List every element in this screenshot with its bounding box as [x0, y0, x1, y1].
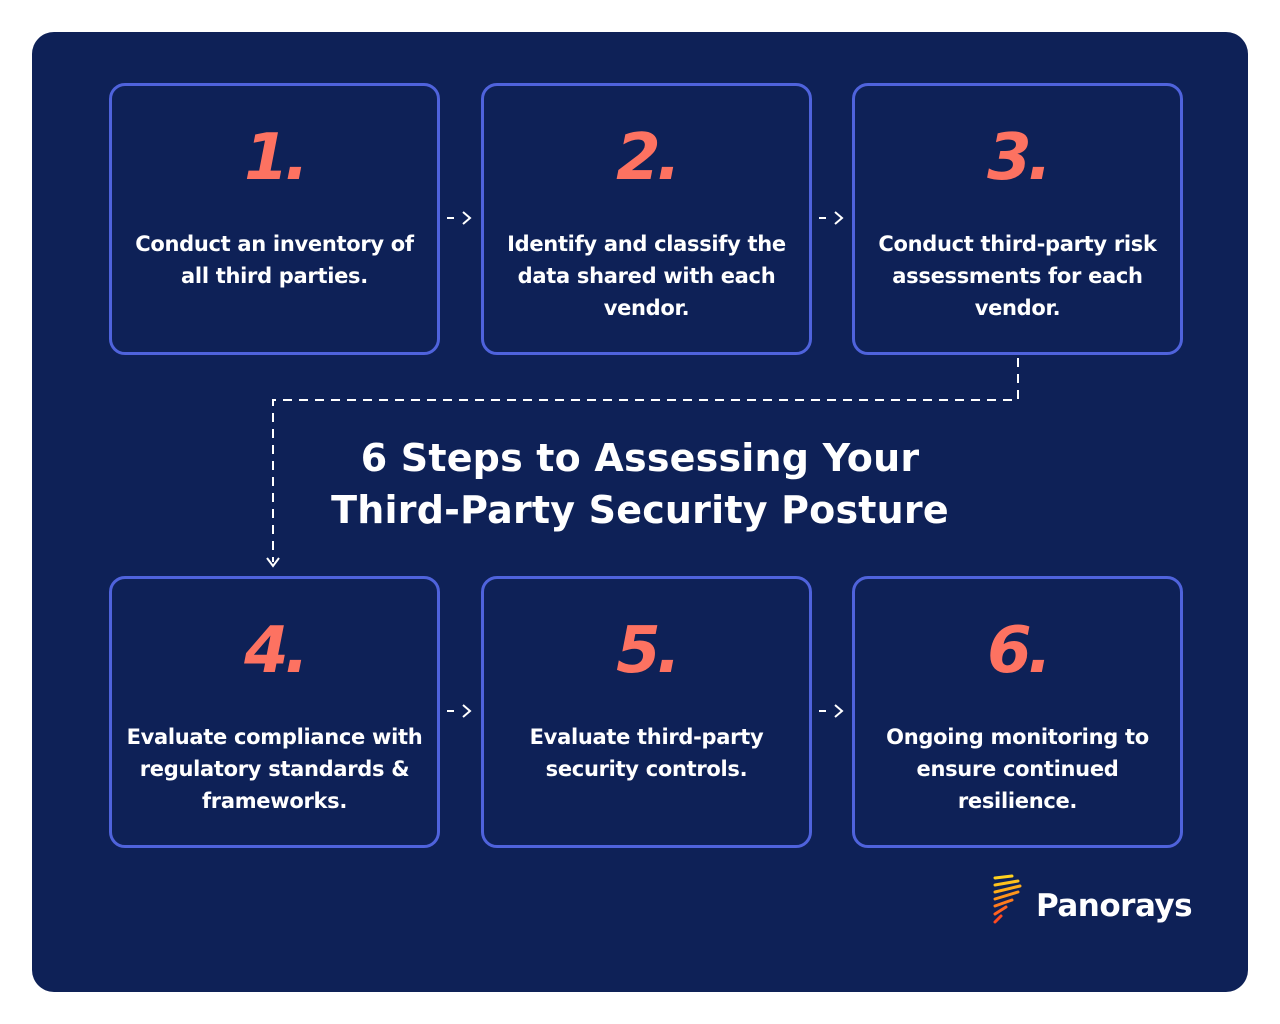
step-2-box: 2. Identify and classify the data shared… [481, 83, 812, 355]
step-1-box: 1. Conduct an inventory of all third par… [109, 83, 440, 355]
arrow-right-icon [447, 211, 472, 225]
arrow-right-icon [819, 211, 844, 225]
step-description: Identify and classify the data shared wi… [507, 232, 786, 320]
title-line-1: 6 Steps to Assessing Your [360, 436, 920, 480]
step-description: Conduct an inventory of all third partie… [135, 232, 414, 288]
page-title: 6 Steps to Assessing Your Third-Party Se… [0, 432, 1280, 536]
step-number: 4. [244, 614, 309, 688]
step-description: Ongoing monitoring to ensure continued r… [886, 725, 1149, 813]
title-line-2: Third-Party Security Posture [331, 488, 949, 532]
arrow-right-icon [819, 704, 844, 718]
step-number: 1. [244, 121, 309, 195]
step-number: 2. [616, 121, 681, 195]
step-number: 6. [987, 614, 1052, 688]
step-6-box: 6. Ongoing monitoring to ensure continue… [852, 576, 1183, 848]
step-3-box: 3. Conduct third-party risk assessments … [852, 83, 1183, 355]
panorays-logo: Panorays [992, 874, 1193, 930]
step-4-box: 4. Evaluate compliance with regulatory s… [109, 576, 440, 848]
step-number: 3. [987, 121, 1052, 195]
step-description: Evaluate compliance with regulatory stan… [126, 725, 423, 813]
rays-icon [993, 874, 1022, 924]
step-description: Evaluate third-party security controls. [529, 725, 764, 781]
step-5-box: 5. Evaluate third-party security control… [481, 576, 812, 848]
arrow-right-icon [447, 704, 472, 718]
logo-wordmark: Panorays [1036, 888, 1193, 924]
step-number: 5. [616, 614, 681, 688]
step-description: Conduct third-party risk assessments for… [878, 232, 1157, 320]
